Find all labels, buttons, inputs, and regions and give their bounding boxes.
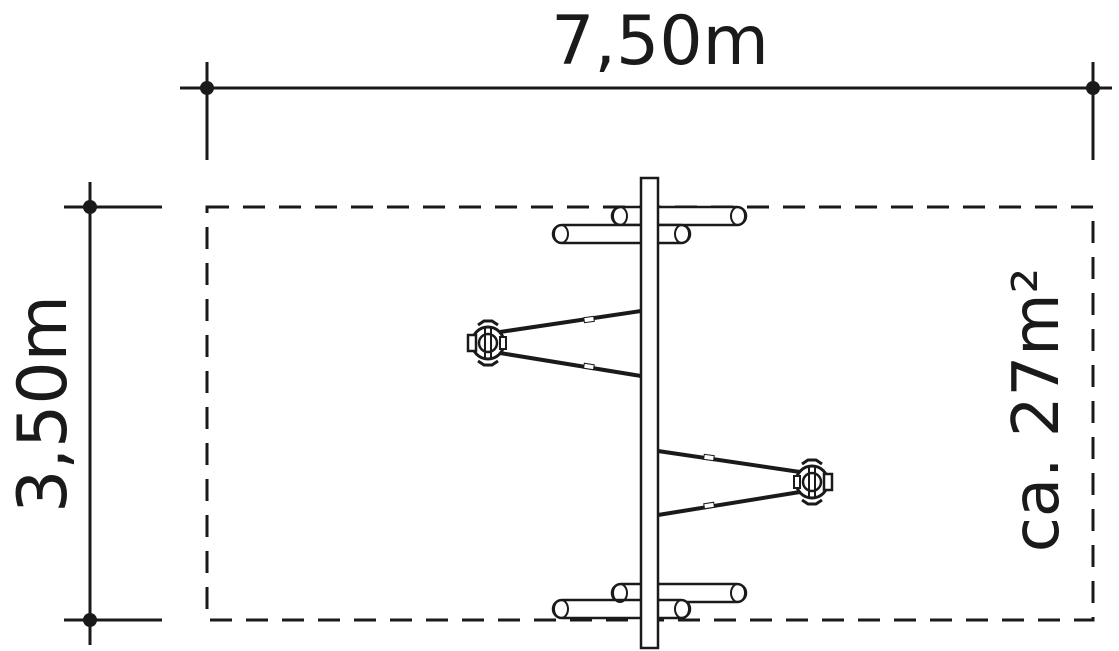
left-arm-joint (583, 315, 595, 324)
bottom-handle-cap (612, 583, 628, 603)
left-arm-lower (499, 351, 642, 378)
right-seat (793, 458, 834, 506)
top-handle-cap (730, 206, 746, 226)
right-arm-lower (657, 490, 801, 517)
top-handle-cap (612, 206, 628, 226)
height-label: 3,50m (4, 295, 83, 513)
top-handle-cap (553, 224, 569, 244)
right-arm-joint (703, 501, 715, 510)
central-beam (639, 176, 660, 650)
right-arm-joint (703, 453, 715, 462)
seesaw-equipment (466, 176, 834, 650)
width-dot-left (200, 81, 214, 95)
bottom-handle-cap (674, 599, 690, 619)
bottom-handle-cap (730, 583, 746, 603)
width-dimension: 7,50m (180, 2, 1112, 160)
top-handle-bar-upper (610, 205, 748, 227)
bottom-handle-cap (553, 599, 569, 619)
area-label: ca. 27m² (1000, 268, 1074, 553)
right-arm-upper (657, 449, 801, 474)
width-dot-right (1086, 81, 1100, 95)
left-rider-arms (499, 309, 642, 378)
height-dot-bottom (83, 613, 97, 627)
left-arm-upper (499, 309, 642, 334)
top-handle-bar-lower (551, 223, 692, 245)
height-dot-top (83, 200, 97, 214)
height-dimension: 3,50m (4, 182, 162, 645)
left-arm-joint (583, 362, 595, 371)
top-handle-cap (674, 224, 690, 244)
left-seat (466, 319, 507, 367)
width-label: 7,50m (551, 2, 769, 81)
right-rider-arms (657, 449, 801, 517)
